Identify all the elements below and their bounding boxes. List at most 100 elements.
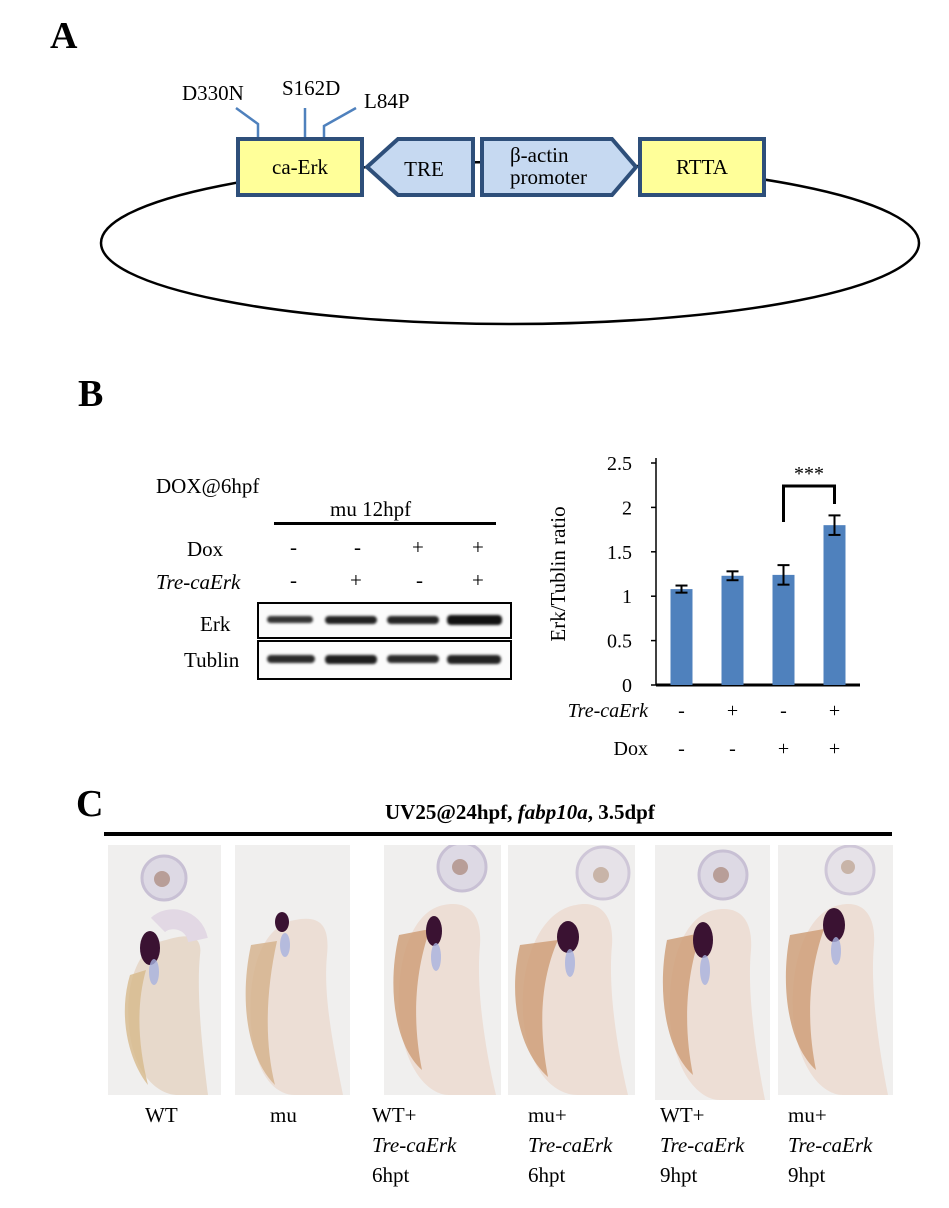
condition-value: + (829, 738, 840, 760)
significance-bracket (782, 484, 836, 522)
y-tick-label: 0 (622, 675, 632, 697)
bar (823, 525, 846, 685)
caption-line3: 9hpt (660, 1163, 698, 1187)
caption-line2: Tre-caErk (660, 1133, 745, 1157)
blot-tublin-strip (257, 640, 512, 680)
rtta-box (638, 137, 766, 197)
tublin-band-2 (325, 655, 377, 664)
y-tick-label: 2 (622, 497, 632, 519)
condition-value: - (780, 700, 787, 722)
caption-wt: WT (145, 1100, 178, 1130)
caption-mu-tre-6hpt: mu+ Tre-caErk 6hpt (528, 1100, 612, 1190)
condition-value: - (729, 738, 736, 760)
condition-value: + (727, 700, 738, 722)
erk-band-1 (267, 616, 313, 623)
condition-value: - (678, 738, 685, 760)
erk-band-3 (387, 616, 439, 624)
plasmid-diagram: D330N S162D L84P ca-Erk TRE β-actin prom… (99, 76, 921, 326)
condition-value: + (778, 738, 789, 760)
panel-b-letter: B (78, 373, 104, 415)
embryo-drawing (662, 849, 765, 1100)
mutation-line-d330n (235, 106, 260, 140)
y-tick-label: 1.5 (607, 542, 632, 564)
caption-line3: 6hpt (528, 1163, 566, 1187)
mutation-label-l84p: L84P (364, 89, 410, 113)
bar (721, 575, 744, 685)
caption-line1: WT+ (660, 1103, 705, 1127)
blot-erk-strip (257, 602, 512, 639)
caption-line2: Tre-caErk (528, 1133, 613, 1157)
caption-line1: mu+ (528, 1103, 567, 1127)
bar (772, 574, 795, 685)
y-axis-label: Erk/Tublin ratio (546, 506, 570, 641)
blot-group-line (274, 522, 496, 525)
embryo-image-mu-tre-9hpt (778, 845, 893, 1095)
caption-line1: WT+ (372, 1103, 417, 1127)
panel-c-title-rule (104, 832, 892, 836)
blot-row-tre-val-1: - (290, 568, 297, 592)
condition-value: - (678, 700, 685, 722)
blot-band-label-erk: Erk (200, 612, 231, 636)
blot-row-dox-val-1: - (290, 535, 297, 559)
panel-a-letter: A (50, 15, 78, 57)
embryo-image-wt-tre-6hpt (384, 845, 501, 1095)
y-tick-label: 1 (622, 586, 632, 608)
caption-line3: 6hpt (372, 1163, 410, 1187)
blot-row-label-tre-caerk: Tre-caErk (156, 570, 241, 594)
y-tick-label: 0.5 (607, 631, 632, 653)
blot-row-dox-val-4: + (472, 535, 484, 559)
embryo-image-wt-tre-9hpt (655, 845, 770, 1100)
blot-title: DOX@6hpf (156, 474, 260, 498)
beta-actin-promoter-arrow (480, 137, 639, 197)
panel-c-title-gene: fabp10a (517, 800, 588, 824)
ca-erk-label: ca-Erk (272, 155, 328, 179)
caption-mu: mu (270, 1100, 297, 1130)
embryo-image-mu (235, 845, 350, 1095)
panel-c-title-part2: , 3.5dpf (587, 800, 655, 824)
caption-line2: Tre-caErk (372, 1133, 457, 1157)
blot-row-dox-val-2: - (354, 535, 361, 559)
caption-wt-tre-6hpt: WT+ Tre-caErk 6hpt (372, 1100, 456, 1190)
condition-row-label: Tre-caErk (568, 700, 649, 722)
erk-band-4 (447, 615, 502, 625)
tublin-band-3 (387, 655, 439, 663)
mutation-line-l84p (322, 106, 357, 140)
panel-c-title-part1: UV25@24hpf, (385, 800, 518, 824)
blot-row-tre-val-2: + (350, 568, 362, 592)
blot-row-tre-val-4: + (472, 568, 484, 592)
significance-label: *** (794, 463, 824, 485)
erk-band-2 (325, 616, 377, 624)
caption-line2: Tre-caErk (788, 1133, 873, 1157)
tre-label: TRE (404, 157, 444, 181)
tublin-band-1 (267, 655, 315, 663)
embryo-image-mu-tre-6hpt (508, 845, 635, 1095)
ca-erk-box (236, 137, 364, 197)
caption-line1: WT (145, 1103, 178, 1127)
blot-row-tre-val-3: - (416, 568, 423, 592)
y-tick-label: 2.5 (607, 453, 632, 475)
condition-value: + (829, 700, 840, 722)
blot-band-label-tublin: Tublin (184, 648, 240, 672)
caption-line1: mu+ (788, 1103, 827, 1127)
mutation-label-d330n: D330N (182, 81, 244, 105)
caption-wt-tre-9hpt: WT+ Tre-caErk 9hpt (660, 1100, 744, 1190)
embryo-image-wt (108, 845, 221, 1095)
mutation-label-s162d: S162D (282, 76, 340, 100)
bar (670, 589, 693, 685)
promoter-label-line1: β-actin (510, 143, 569, 167)
rtta-label: RTTA (676, 155, 729, 179)
blot-row-dox-val-3: + (412, 535, 424, 559)
embryo-drawing (515, 845, 631, 1095)
embryo-drawing (124, 854, 208, 1095)
blot-row-label-dox: Dox (187, 537, 224, 561)
caption-line3: 9hpt (788, 1163, 826, 1187)
promoter-label-line2: promoter (510, 165, 587, 189)
blot-group-label: mu 12hpf (330, 497, 412, 521)
panel-c-letter: C (76, 783, 104, 825)
embryo-drawing (785, 845, 888, 1095)
tre-arrow (364, 137, 475, 197)
embryo-drawing (393, 845, 496, 1095)
caption-mu-tre-9hpt: mu+ Tre-caErk 9hpt (788, 1100, 872, 1190)
panel-c-title: UV25@24hpf, fabp10a, 3.5dpf (385, 800, 655, 825)
